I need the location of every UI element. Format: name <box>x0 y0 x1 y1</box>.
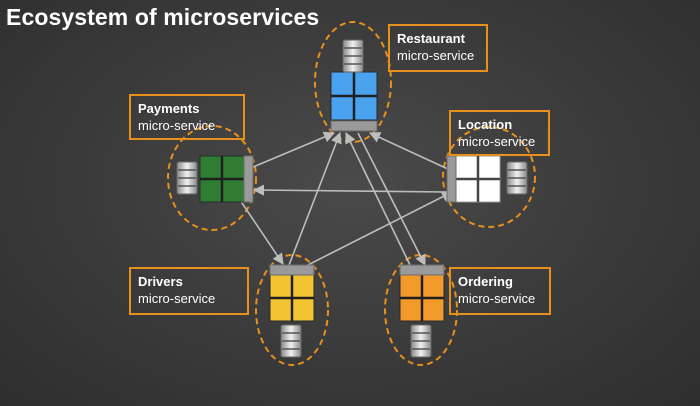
service-block-drivers <box>269 274 315 322</box>
service-boundary-restaurant <box>314 21 392 143</box>
service-name: Ordering <box>458 274 513 289</box>
service-connector-drivers <box>269 264 315 276</box>
database-icon <box>176 161 198 195</box>
service-connector-payments <box>243 155 254 203</box>
service-block-restaurant <box>330 71 378 121</box>
service-boundary-drivers <box>255 254 329 366</box>
database-icon <box>280 324 302 358</box>
database-icon <box>410 324 432 358</box>
label-location: Location micro-service <box>449 110 550 156</box>
arrow-location-to-payments <box>252 184 448 196</box>
service-subtitle: micro-service <box>138 118 216 133</box>
service-subtitle: micro-service <box>138 291 216 306</box>
database-icon <box>342 39 364 73</box>
arrow-restaurant-to-ordering <box>357 132 426 266</box>
service-name: Drivers <box>138 274 183 289</box>
label-payments: Payments micro-service <box>129 94 245 140</box>
label-ordering: Ordering micro-service <box>449 267 551 315</box>
arrow-drivers-to-location <box>297 191 453 271</box>
service-subtitle: micro-service <box>458 134 536 149</box>
service-connector-location <box>446 155 457 203</box>
database-icon <box>506 161 528 195</box>
service-block-location <box>455 155 501 203</box>
service-block-payments <box>199 155 245 203</box>
arrow-payments-to-restaurant <box>245 131 336 171</box>
arrow-location-to-restaurant <box>368 132 451 171</box>
arrow-payments-to-drivers <box>239 199 284 265</box>
service-subtitle: micro-service <box>458 291 536 306</box>
service-boundary-location <box>442 126 536 228</box>
label-drivers: Drivers micro-service <box>129 267 249 315</box>
service-name: Payments <box>138 101 200 116</box>
service-name: Restaurant <box>397 31 465 46</box>
service-subtitle: micro-service <box>397 48 475 63</box>
arrow-ordering-to-restaurant <box>345 131 411 266</box>
service-name: Location <box>458 117 513 132</box>
arrow-drivers-to-restaurant <box>283 131 342 279</box>
service-connector-restaurant <box>330 120 378 132</box>
service-boundary-payments <box>167 125 257 231</box>
service-block-ordering <box>399 274 445 322</box>
service-boundary-ordering <box>384 254 458 366</box>
label-restaurant: Restaurant micro-service <box>388 24 488 72</box>
page-title: Ecosystem of microservices <box>6 4 320 30</box>
service-connector-ordering <box>399 264 445 276</box>
